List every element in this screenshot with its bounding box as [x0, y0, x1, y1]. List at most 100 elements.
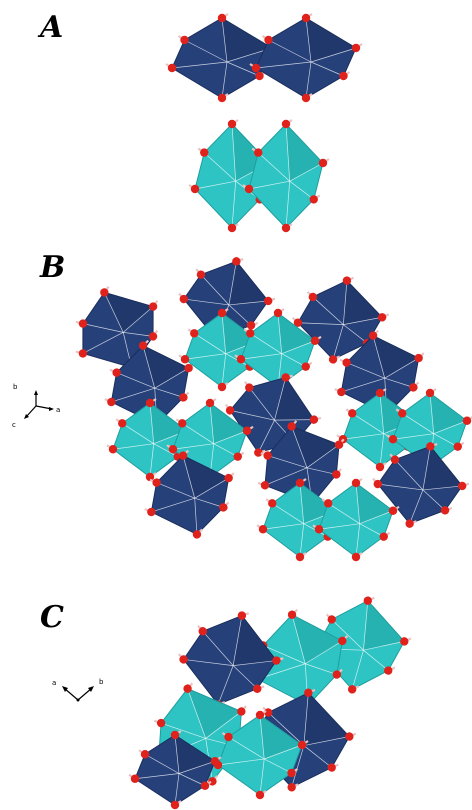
oxygen-atom: [414, 353, 423, 363]
oxygen-atom: [198, 627, 207, 636]
octahedron-edge: [299, 482, 305, 524]
oxygen-atom: [264, 708, 273, 717]
octahedron-edge: [228, 736, 265, 760]
octahedron-body: [171, 17, 273, 99]
oxygen-atom: [217, 93, 227, 103]
oxygen-atom: [100, 288, 109, 297]
oxygen-atom: [233, 452, 242, 461]
octahedron-edge: [144, 753, 180, 774]
oxygen-atom: [324, 499, 333, 508]
octahedron-edge: [264, 467, 308, 486]
octahedron-edge: [305, 61, 312, 99]
octahedron-edge: [228, 304, 252, 326]
octahedron-edge: [232, 615, 243, 666]
octahedron-edge: [209, 402, 215, 444]
oxygen-atom: [227, 119, 237, 129]
oxygen-atom: [287, 783, 296, 792]
octahedron-edge: [331, 619, 364, 651]
oxygen-atom: [332, 470, 341, 479]
oxygen-atom: [338, 636, 347, 646]
oxygen-atom: [426, 442, 435, 451]
oxygen-atom: [287, 768, 296, 778]
axis-b-label: b: [13, 383, 18, 391]
oxygen-atom: [224, 732, 233, 742]
oxygen-atom: [196, 270, 206, 279]
octahedron-edge: [306, 444, 340, 469]
octahedron-edge: [205, 711, 242, 739]
octahedron-edge: [111, 387, 155, 403]
octahedron-edge: [379, 433, 385, 468]
oxygen-atom: [179, 655, 188, 664]
panel-label-b: B: [40, 250, 66, 285]
oxygen-atom: [244, 184, 254, 194]
oxygen-atom: [183, 684, 192, 693]
oxygen-atom: [337, 387, 346, 397]
octahedron-edge: [232, 665, 258, 689]
octahedron-edge: [310, 47, 357, 63]
octahedron-shade-face: [286, 124, 323, 182]
oxygen-atom: [351, 43, 361, 53]
octahedron-edge: [268, 39, 312, 63]
octahedron-edge: [258, 152, 290, 182]
octahedron-edge: [310, 61, 344, 77]
octahedron-edge: [142, 345, 156, 389]
octahedron-edge: [285, 181, 291, 229]
oxygen-atom: [332, 670, 342, 679]
oxygen-atom: [255, 790, 265, 800]
octahedron-edge: [171, 61, 228, 69]
oxygen-atom: [170, 800, 180, 810]
octahedron-edge: [221, 353, 227, 388]
oxygen-atom: [301, 362, 310, 371]
oxygen-atom: [440, 506, 450, 515]
octahedron-edge: [178, 773, 206, 787]
oxygen-atom: [138, 341, 148, 350]
octahedron-edge: [274, 377, 287, 421]
octahedron-edge: [289, 162, 324, 182]
oxygen-atom: [258, 525, 268, 534]
oxygen-atom: [281, 119, 291, 129]
octahedron-edge: [221, 17, 228, 63]
oxygen-atom: [140, 750, 150, 759]
oxygen-atom: [309, 195, 318, 204]
oxygen-atom: [287, 422, 296, 431]
octahedron-edge: [194, 497, 224, 508]
octahedron-edge: [182, 455, 196, 499]
octahedron-edge: [343, 324, 368, 344]
oxygen-atom: [253, 684, 262, 693]
octahedron-body: [248, 123, 324, 229]
light-octahedron: [242, 119, 330, 233]
oxygen-atom: [327, 615, 336, 624]
oxygen-atom: [178, 419, 187, 428]
octahedron-edge: [229, 410, 275, 421]
oxygen-atom: [462, 416, 472, 425]
octahedron-edge: [116, 372, 155, 389]
octahedron-edge: [305, 17, 312, 63]
octahedron-edge: [341, 377, 385, 393]
oxygen-atom: [145, 472, 155, 482]
oxygen-atom: [375, 462, 385, 472]
oxygen-atom: [368, 331, 378, 340]
octahedron-shade-face: [343, 280, 383, 325]
oxygen-atom: [328, 355, 338, 364]
octahedron-edge: [363, 649, 389, 671]
oxygen-atom: [242, 426, 252, 435]
octahedron-edge: [231, 181, 237, 229]
oxygen-atom: [297, 740, 307, 750]
octahedron-shade-face: [233, 615, 277, 666]
oxygen-atom: [224, 473, 233, 483]
oxygen-atom: [273, 308, 283, 318]
oxygen-atom: [268, 499, 277, 508]
octahedron-edge: [433, 433, 458, 447]
oxygen-atom: [379, 532, 388, 541]
octahedron-edge: [123, 332, 154, 337]
octahedron-edge: [342, 280, 348, 325]
octahedron-edge: [149, 443, 155, 478]
oxygen-atom: [254, 448, 263, 457]
axis-a-label-c: a: [52, 679, 56, 687]
octahedron-edge: [82, 332, 124, 354]
oxygen-atom: [264, 35, 273, 45]
oxygen-atom: [130, 774, 140, 783]
octahedron-edge: [194, 477, 229, 499]
octahedron-edge: [342, 433, 384, 440]
octahedron-edge: [259, 758, 265, 796]
